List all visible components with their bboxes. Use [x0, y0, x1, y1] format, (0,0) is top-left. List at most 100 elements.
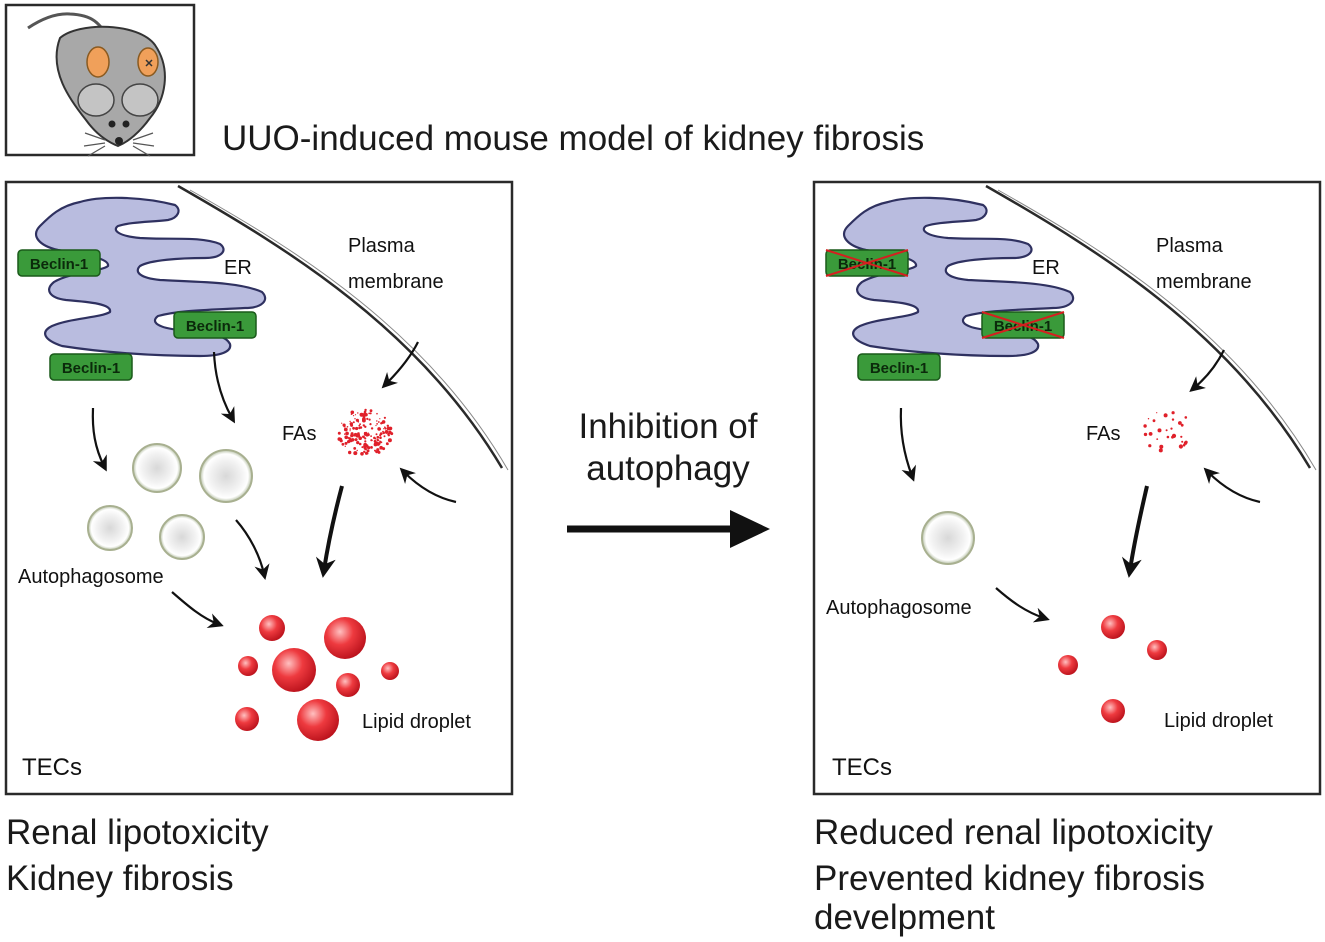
fatty-acid-dot	[352, 426, 355, 430]
fatty-acid-dot	[375, 424, 377, 427]
fatty-acid-dot	[370, 427, 374, 430]
svg-text:Beclin-1: Beclin-1	[62, 360, 120, 377]
plasma-membrane-label: membrane	[348, 271, 444, 293]
fatty-acid-dot	[377, 421, 380, 423]
fatty-acid-dot	[337, 431, 341, 435]
fatty-acid-dot	[359, 423, 361, 426]
fatty-acid-dot	[353, 447, 357, 450]
fatty-acid-dot	[369, 409, 373, 413]
right-panel: Beclin-1 Beclin-1 Beclin-1 ER Plasma mem…	[812, 180, 1322, 796]
fatty-acid-dot	[363, 450, 366, 453]
fatty-acid-dot	[350, 410, 355, 415]
arrow	[1189, 349, 1225, 392]
fatty-acid-dot	[368, 418, 371, 421]
fatty-acid-dot	[362, 424, 365, 427]
fatty-acid-dot	[370, 439, 373, 442]
fatty-acid-dot	[360, 452, 364, 456]
fatty-acid-dot	[341, 422, 343, 424]
fatty-acid-dot	[357, 412, 359, 414]
fatty-acid-dot	[374, 441, 377, 445]
fatty-acid-dot	[362, 419, 364, 421]
fatty-acid-dot	[376, 423, 378, 425]
arrow	[171, 591, 224, 628]
lipid-droplet	[259, 615, 285, 641]
fatty-acid-dot	[363, 444, 367, 449]
fatty-acid-dot	[1156, 412, 1158, 414]
arrow	[235, 519, 270, 581]
inhibition-label: Inhibition of	[578, 407, 757, 446]
fatty-acid-dot	[370, 435, 372, 437]
lipid-droplet	[381, 662, 399, 680]
fatty-acid-dot	[1180, 435, 1183, 438]
fatty-acid-dot	[1171, 433, 1177, 438]
lipid-droplet-label: Lipid droplet	[1164, 710, 1273, 732]
fatty-acid-dot	[344, 435, 349, 440]
fatty-acid-dot	[1143, 424, 1147, 428]
fatty-acid-dot	[342, 423, 346, 427]
fatty-acid-dot	[1178, 421, 1182, 425]
fatty-acid-dot	[374, 437, 377, 440]
fatty-acid-dot	[364, 437, 367, 440]
beclin-badge-crossed: Beclin-1	[981, 311, 1065, 339]
fatty-acid-dot	[387, 438, 392, 443]
fatty-acid-dot	[367, 447, 369, 449]
crossout-mark	[825, 249, 909, 277]
fatty-acid-dot	[1171, 411, 1175, 415]
arrow	[1203, 467, 1261, 504]
fatty-acid-dot	[1148, 444, 1152, 448]
fatty-acid-dot	[358, 442, 362, 446]
fatty-acid-dot	[356, 449, 358, 452]
plasma-membrane-label: membrane	[1156, 271, 1252, 293]
fatty-acid-dot	[349, 438, 353, 443]
figure-title: UUO-induced mouse model of kidney fibros…	[222, 119, 924, 158]
lipid-droplet	[297, 699, 339, 741]
fatty-acid-dot	[375, 450, 378, 454]
fatty-acid-dot	[364, 408, 367, 412]
fatty-acid-cluster	[1143, 411, 1188, 453]
fatty-acid-dot	[382, 431, 385, 435]
fatty-acid-dot	[367, 432, 369, 434]
right-caption: develpment	[814, 898, 995, 937]
arrow	[995, 587, 1050, 623]
tecs-label: TECs	[22, 754, 82, 781]
fatty-acid-dot	[359, 412, 364, 417]
fatty-acid-dot	[364, 413, 368, 417]
fatty-acid-dot	[1158, 448, 1163, 453]
fatty-acid-dot	[1156, 438, 1159, 440]
fatty-acid-dot	[376, 412, 378, 415]
er-shape	[842, 196, 1075, 358]
fatty-acid-dot	[376, 435, 380, 439]
arrow	[91, 407, 107, 472]
fatty-acid-dot	[358, 436, 363, 441]
lipid-droplet	[272, 648, 316, 692]
beclin-badge: Beclin-1	[49, 353, 133, 381]
fatty-acid-dot	[374, 449, 376, 452]
svg-text:Beclin-1: Beclin-1	[30, 256, 88, 273]
fatty-acid-dot	[366, 417, 369, 420]
fatty-acid-dot	[1184, 440, 1188, 444]
fatty-acid-dot	[1163, 413, 1168, 418]
fatty-acid-dot	[377, 439, 380, 442]
fatty-acid-dot	[1184, 416, 1188, 419]
kidney-left-icon	[86, 46, 110, 78]
fatty-acid-dot	[339, 439, 343, 443]
fatty-acid-dot	[353, 451, 358, 456]
fatty-acid-dot	[380, 441, 382, 443]
fatty-acid-dot	[1152, 419, 1156, 423]
fatty-acid-dot	[345, 431, 349, 435]
fatty-acid-dot	[377, 427, 381, 431]
fatty-acid-dot	[376, 420, 378, 422]
fatty-acid-dot	[1181, 445, 1183, 447]
er-shape	[34, 196, 267, 358]
fatty-acid-dot	[356, 441, 360, 445]
fatty-acid-dot	[1147, 418, 1150, 420]
beclin-badge: Beclin-1	[173, 311, 257, 339]
fatty-acid-dot	[353, 415, 355, 417]
fatty-acid-dot	[341, 442, 345, 446]
fatty-acid-dot	[1181, 440, 1184, 443]
fatty-acid-dot	[386, 431, 388, 433]
autophagosome	[921, 511, 975, 565]
lipid-droplet	[1101, 699, 1125, 723]
fatty-acid-dot	[386, 443, 389, 445]
